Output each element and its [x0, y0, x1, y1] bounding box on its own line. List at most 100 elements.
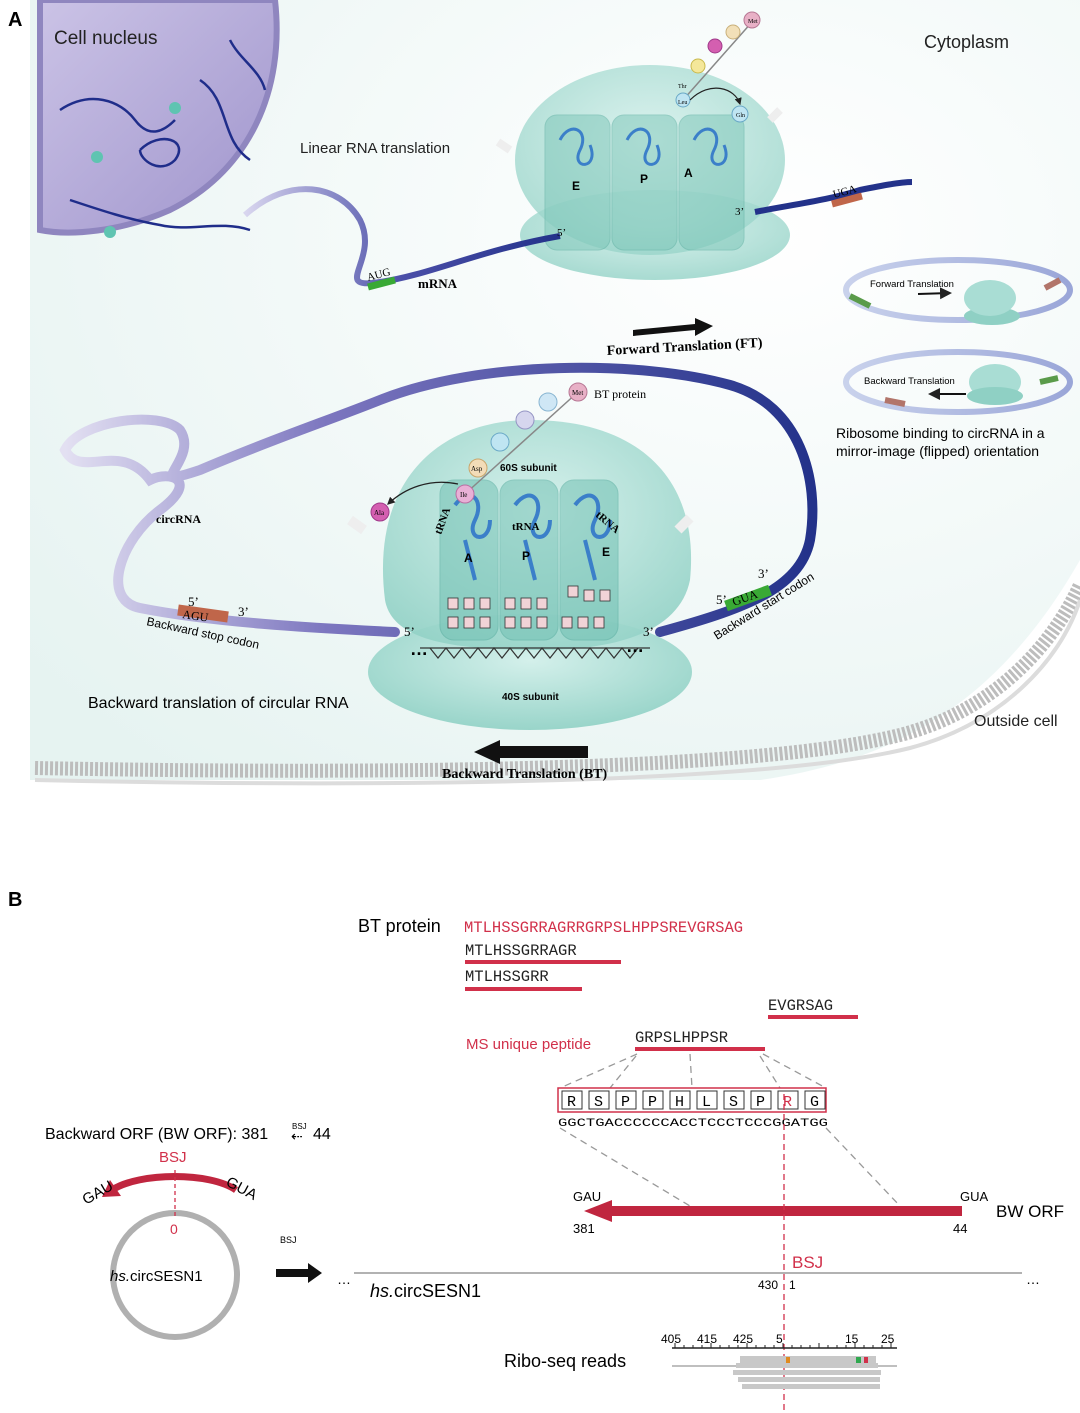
ms-unique-peptide-label: MS unique peptide — [466, 1036, 591, 1053]
aug-codon — [367, 276, 396, 291]
bsj-label-small: BSJ — [159, 1149, 187, 1166]
agu-label: AGU — [182, 607, 210, 625]
bt-aa-met: Met — [572, 389, 583, 397]
ribo-tick-5: 5 — [776, 1332, 783, 1346]
ribo-tick-415: 415 — [697, 1332, 717, 1346]
pos-430: 430 — [758, 1278, 778, 1292]
bw-orf-title-bsj: BSJ — [292, 1122, 307, 1131]
ribo-tick-25: 25 — [881, 1332, 895, 1346]
aa-box-3: P — [621, 1094, 630, 1111]
bt-protein-label-b: BT protein — [358, 916, 441, 936]
peptide-2-bar — [465, 987, 582, 991]
cell-nucleus-label: Cell nucleus — [54, 28, 158, 49]
linear-rna-translation-label: Linear RNA translation — [300, 140, 450, 157]
aug-label: AUG — [366, 266, 392, 284]
bt-label: Backward Translation (BT) — [442, 767, 608, 782]
bsj-label-linear: BSJ — [792, 1253, 823, 1272]
bottom-left-ellipsis: … — [410, 639, 428, 659]
peptide-1: MTLHSSGRRAGR — [465, 942, 577, 960]
bt-protein-sequence: MTLHSSGRRAGRRGRPSLHPPSREVGRSAG — [464, 919, 743, 937]
linear-right-ellipsis: … — [1026, 1271, 1040, 1287]
inset-forward-label: Forward Translation — [870, 279, 954, 290]
backward-translation-circular-label: Backward translation of circular RNA — [88, 695, 349, 712]
bw-orf-arrowhead — [584, 1200, 612, 1222]
bw-orf-label: BW ORF — [996, 1202, 1064, 1221]
agu-five-prime: 5’ — [188, 594, 199, 609]
bw-orf-title-end: 44 — [313, 1126, 331, 1143]
panel-a-label: A — [8, 9, 22, 31]
ft-arrow — [633, 318, 713, 336]
gua-label-small: GUA — [223, 1174, 260, 1204]
top-aa-thr: Thr — [678, 84, 687, 90]
bw-orf-title: Backward ORF (BW ORF): 381 — [45, 1126, 268, 1143]
aa-box-10: G — [810, 1094, 819, 1111]
inset-caption-line1: Ribosome binding to circRNA in a — [836, 425, 1045, 441]
circrna-label: circRNA — [156, 512, 201, 526]
linearize-arrow — [276, 1263, 322, 1283]
bw-orf-arc-arrowhead — [102, 1180, 121, 1197]
inset-backward-label: Backward Translation — [864, 376, 955, 387]
mrna-label: mRNA — [418, 276, 458, 291]
cytoplasm-label: Cytoplasm — [924, 32, 1009, 52]
ribo-tick-405: 405 — [661, 1332, 681, 1346]
peptide-3: EVGRSAG — [768, 997, 833, 1015]
peptide-zoom-lines — [559, 1053, 901, 1207]
peptide-4: GRPSLHPPSR — [635, 1029, 728, 1047]
top-peptide-chain — [675, 11, 761, 123]
top-site-p: P — [640, 172, 648, 186]
aa-box-7: S — [729, 1094, 738, 1111]
inset-caption-line2: mirror-image (flipped) orientation — [836, 443, 1039, 459]
bt-aa-ile: Ile — [460, 491, 467, 499]
cell-nucleus — [37, 0, 280, 238]
cell-membrane — [34, 582, 1080, 786]
inset-backward — [843, 349, 1073, 415]
top-aa-met: Met — [748, 19, 758, 25]
top-aa-gln: Gln — [736, 113, 745, 119]
aa-box-row — [557, 1087, 827, 1113]
aa-box-4: P — [648, 1094, 657, 1111]
ribo-seq-label: Ribo-seq reads — [504, 1351, 626, 1371]
bt-aa-ala: Ala — [374, 509, 385, 517]
bt-arrow — [474, 740, 588, 764]
bottom-site-p: P — [522, 549, 530, 563]
aa-box-2: S — [594, 1094, 603, 1111]
circ-name-linear: hs.circSESN1 — [370, 1281, 481, 1301]
top-ribosome — [495, 65, 790, 280]
aa-box-6: L — [702, 1094, 711, 1111]
ribo-tick-425: 425 — [733, 1332, 753, 1346]
top-site-e: E — [572, 179, 580, 193]
pos-1: 1 — [789, 1278, 796, 1292]
uga-label: UGA — [832, 183, 858, 201]
circrna-strand — [59, 362, 818, 637]
bsj-zero-label: 0 — [170, 1221, 178, 1237]
agu-three-prime: 3’ — [238, 604, 249, 619]
mrna-3prime — [754, 179, 913, 215]
inset-forward — [843, 257, 1073, 325]
bottom-site-a: A — [464, 551, 473, 565]
top-aa-leu: Leu — [678, 100, 687, 106]
mrna-strand — [243, 186, 561, 287]
gua-five-prime: 5’ — [716, 592, 727, 607]
bottom-ribosome — [347, 420, 694, 730]
aa-box-5: H — [675, 1094, 684, 1111]
top-five-prime: 5’ — [557, 227, 566, 239]
panel-b-label: B — [8, 889, 22, 911]
trna-label-p: tRNA — [512, 521, 540, 533]
top-three-prime: 3’ — [735, 206, 744, 218]
bw-orf-end-pos: 44 — [953, 1221, 967, 1236]
bottom-right-ellipsis: … — [626, 636, 644, 656]
linear-left-ellipsis: … — [337, 1271, 351, 1287]
bw-orf-start-pos: 381 — [573, 1221, 595, 1236]
bw-orf-gau: GAU — [573, 1189, 601, 1204]
uga-codon — [831, 192, 863, 208]
ribo-seq-track — [672, 1343, 897, 1389]
bt-protein-label-a: BT protein — [594, 387, 646, 401]
bsj-tiny-label: BSJ — [280, 1235, 297, 1245]
nucleotide-sequence: GGCTGACCCCCCACCTCCCTCCCGGATGG — [558, 1118, 828, 1130]
bw-orf-title-arrow: ⇠ — [291, 1128, 303, 1144]
cytoplasm-region — [30, 0, 1080, 780]
peptide-1-bar — [465, 960, 621, 964]
aa-box-1: R — [567, 1094, 576, 1111]
aa-box-8: P — [756, 1094, 765, 1111]
